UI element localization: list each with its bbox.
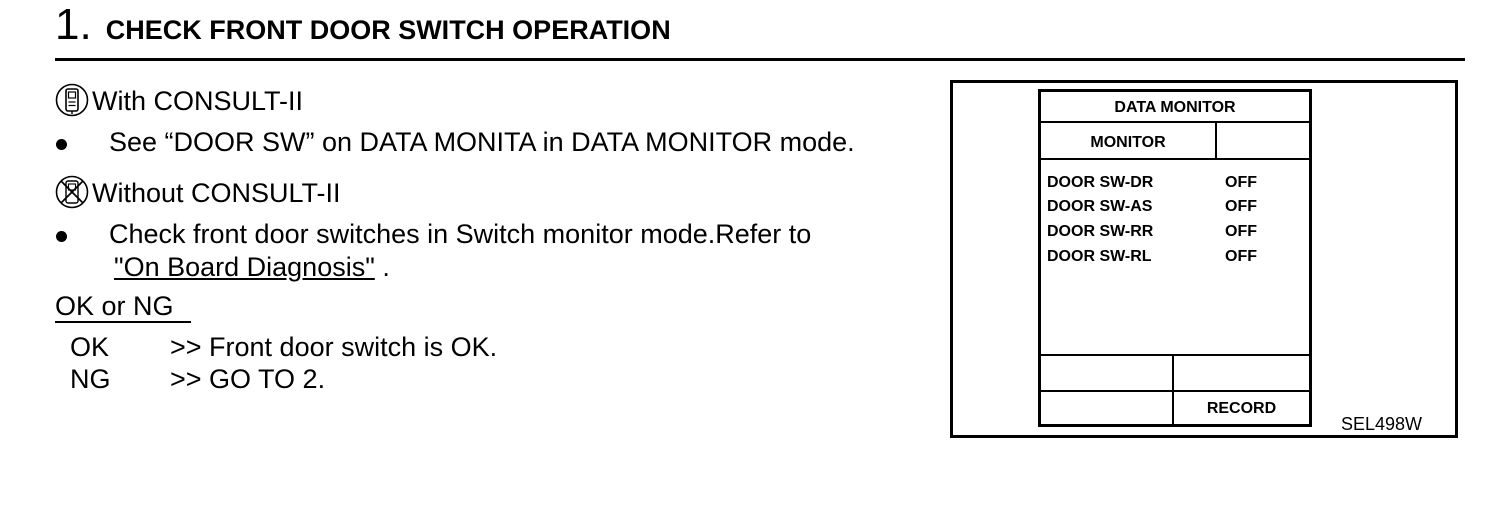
- heading-rule: [55, 58, 1465, 61]
- monitor-column-label: MONITOR: [1090, 134, 1166, 151]
- monitor-item-value: OFF: [1225, 223, 1257, 240]
- divider: [1172, 354, 1174, 424]
- monitor-header: DATA MONITOR: [1114, 99, 1236, 116]
- with-consult-label: With CONSULT-II: [92, 86, 304, 116]
- bullet-dot: [56, 139, 67, 150]
- monitor-item-name: DOOR SW-AS: [1047, 198, 1153, 215]
- monitor-item-value: OFF: [1225, 248, 1257, 265]
- on-board-diagnosis-link[interactable]: "On Board Diagnosis": [114, 252, 375, 282]
- divider: [1215, 121, 1217, 158]
- monitor-item-value: OFF: [1225, 198, 1257, 215]
- monitor-item-name: DOOR SW-RL: [1047, 248, 1152, 265]
- result-label-underline: [55, 321, 191, 323]
- divider: [1041, 158, 1309, 160]
- divider: [1041, 354, 1309, 356]
- result-text-ng: >> GO TO 2.: [170, 364, 326, 394]
- monitor-item-name: DOOR SW-DR: [1047, 174, 1154, 191]
- result-text-ok: >> Front door switch is OK.: [170, 332, 498, 362]
- figure-code: SEL498W: [1341, 414, 1423, 434]
- bullet-dot: [56, 231, 67, 242]
- result-code-ng: NG: [70, 364, 111, 394]
- reference-suffix: .: [374, 252, 390, 282]
- result-label: OK or NG: [55, 291, 174, 321]
- record-label: RECORD: [1206, 400, 1277, 417]
- divider: [1041, 121, 1309, 123]
- divider: [1041, 390, 1309, 392]
- monitor-item-name: DOOR SW-RR: [1047, 223, 1154, 240]
- data-monitor-screen: DATA MONITOR MONITOR DOOR SW-DR OFF DOOR…: [1038, 89, 1312, 427]
- without-consult-instruction: Check front door switches in Switch moni…: [109, 219, 812, 249]
- with-consult-instruction: See “DOOR SW” on DATA MONITA in DATA MON…: [109, 127, 855, 157]
- reference-line: "On Board Diagnosis" .: [114, 251, 390, 283]
- monitor-item-value: OFF: [1225, 174, 1257, 191]
- section-heading: 1. CHECK FRONT DOOR SWITCH OPERATION: [55, 0, 671, 56]
- no-consult-tester-icon: [55, 175, 89, 209]
- result-code-ok: OK: [70, 332, 110, 362]
- without-consult-label: Without CONSULT-II: [92, 178, 341, 208]
- consult-tester-icon: [55, 83, 89, 117]
- data-monitor-figure: DATA MONITOR MONITOR DOOR SW-DR OFF DOOR…: [950, 80, 1458, 438]
- step-title: CHECK FRONT DOOR SWITCH OPERATION: [105, 15, 671, 45]
- step-number: 1.: [55, 0, 92, 49]
